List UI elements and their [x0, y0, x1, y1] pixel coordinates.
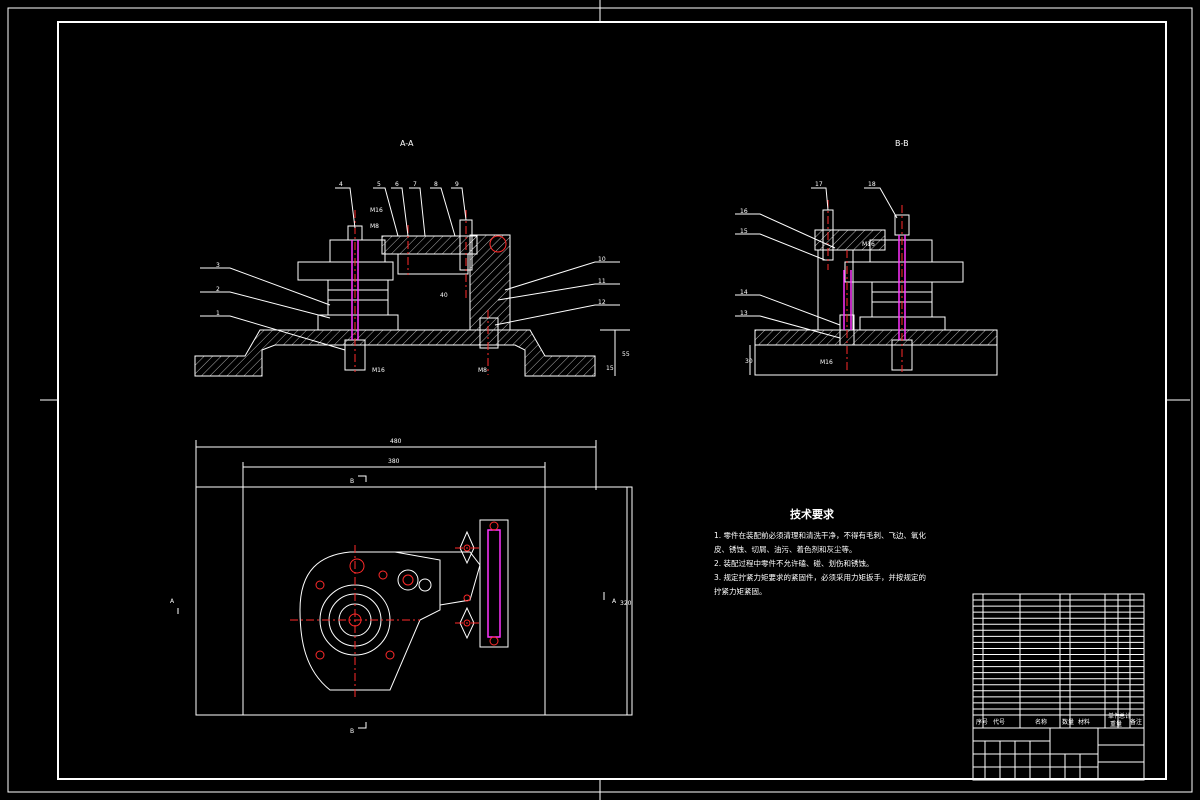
clamp-block: [397, 253, 469, 275]
section-a-label: A-A: [400, 139, 414, 148]
clamp-arm: [381, 235, 478, 255]
balloon-11: 11: [598, 278, 606, 285]
dim-inner-width: 380: [388, 458, 400, 465]
balloons-a: 4 5 6 7 8 9 3 2 1 10 11 12: [200, 181, 620, 351]
dims-a: 55 15 M16 M8 M16 M8 40: [370, 207, 630, 376]
section-b-b-view: B-B 17 18 16 15 14 13: [735, 139, 998, 376]
dim-height-right: 55: [622, 351, 630, 358]
side-support: [469, 234, 511, 331]
dim-thread-b: M8: [370, 223, 379, 230]
technical-requirements: 技术要求 1. 零件在装配前必须清理和清洗干净，不得有毛刺、飞边、氧化 皮、锈蚀…: [714, 507, 927, 596]
balloon-9: 9: [455, 181, 459, 188]
hole-top: [349, 558, 365, 574]
flange-left: [297, 261, 394, 281]
balloons-b: 17 18 16 15 14 13: [735, 181, 898, 339]
section-a-a-view: A-A 4 5 6 7 8 9 3 2: [194, 139, 630, 377]
parts-list: [972, 593, 1145, 729]
parts-list-header: 序号 代号 名称 数量 材料 单件 总计 备注 重量: [972, 712, 1145, 729]
balloon-8: 8: [434, 181, 438, 188]
wing-nut-bottom: [459, 606, 475, 640]
locating-pin-a: [479, 317, 499, 349]
upper-body-b: [869, 239, 933, 263]
tech-req-line-2: 皮、锈蚀、切屑、油污、着色剂和灰尘等。: [714, 544, 857, 554]
dim-plan-height: 320: [620, 600, 632, 607]
header-unit: 单件: [1108, 712, 1120, 720]
balloon-15: 15: [740, 228, 748, 235]
header-seq: 序号: [976, 718, 988, 726]
sheet-border: [7, 0, 1193, 800]
cut-b-top: B: [350, 478, 354, 485]
balloon-13: 13: [740, 310, 748, 317]
dim-40: 40: [440, 292, 448, 299]
pin-boss: [397, 569, 419, 591]
balloon-7: 7: [413, 181, 417, 188]
cut-b-bottom: B: [350, 728, 354, 735]
tech-req-title: 技术要求: [790, 507, 835, 521]
base-plate-a: [194, 329, 596, 377]
balloon-16: 16: [740, 208, 748, 215]
pin-hole-a: [489, 235, 507, 253]
slot-plan: [487, 529, 501, 638]
tech-req-line-3: 2. 装配过程中零件不允许磕、碰、划伤和锈蚀。: [714, 558, 874, 568]
flange-b: [844, 261, 964, 283]
header-qty: 数量: [1062, 718, 1074, 726]
balloon-17: 17: [815, 181, 823, 188]
balloon-18: 18: [868, 181, 876, 188]
plan-inner-outline: [242, 486, 546, 716]
balloon-3: 3: [216, 262, 220, 269]
dim-thread-a: M16: [370, 207, 383, 214]
balloon-2: 2: [216, 286, 220, 293]
cut-a-left: A: [170, 598, 175, 605]
dim-thread-f: M16: [862, 241, 875, 248]
header-code: 代号: [993, 718, 1005, 726]
side-support-plan: [479, 519, 509, 648]
header-remark: 备注: [1130, 718, 1142, 726]
dim-base-thickness: 15: [606, 365, 614, 372]
section-b-label: B-B: [895, 139, 909, 148]
tech-req-line-5: 拧紧力矩紧固。: [714, 586, 767, 596]
clamp-post-b: [817, 249, 854, 331]
balloon-12: 12: [598, 299, 606, 306]
dims-b: 30 M16 M16: [745, 241, 875, 375]
balloon-14: 14: [740, 289, 748, 296]
balloon-5: 5: [377, 181, 381, 188]
wing-nut-top: [459, 530, 475, 565]
header-name: 名称: [1035, 718, 1047, 726]
plan-base-outline: [195, 486, 633, 716]
balloon-6: 6: [395, 181, 399, 188]
title-block: [972, 727, 1145, 781]
header-material: 材料: [1078, 718, 1090, 726]
dim-thread-c: M16: [372, 367, 385, 374]
dim-thread-d: M8: [478, 367, 487, 374]
balloon-4: 4: [339, 181, 343, 188]
base-plate-b: [754, 344, 998, 376]
balloon-10: 10: [598, 256, 606, 263]
clamp-plate-plan: [299, 551, 441, 691]
header-weight: 重量: [1110, 720, 1122, 728]
header-total: 总计: [1119, 712, 1131, 720]
plan-view: 480 380 320 B B A A: [170, 438, 633, 735]
nut-top-b: [894, 214, 910, 236]
dim-thread-e: M16: [820, 359, 833, 366]
tech-req-line-1: 1. 零件在装配前必须清理和清洗干净，不得有毛刺、飞边、氧化: [714, 530, 927, 540]
base-top-b: [754, 329, 998, 346]
tech-req-line-4: 3. 规定拧紧力矩要求的紧固件，必须采用力矩扳手，并按规定的: [714, 572, 926, 582]
cut-a-right: A: [612, 598, 617, 605]
dim-base-thickness-b: 30: [745, 358, 753, 365]
dim-overall-width: 480: [390, 438, 402, 445]
balloon-1: 1: [216, 310, 220, 317]
